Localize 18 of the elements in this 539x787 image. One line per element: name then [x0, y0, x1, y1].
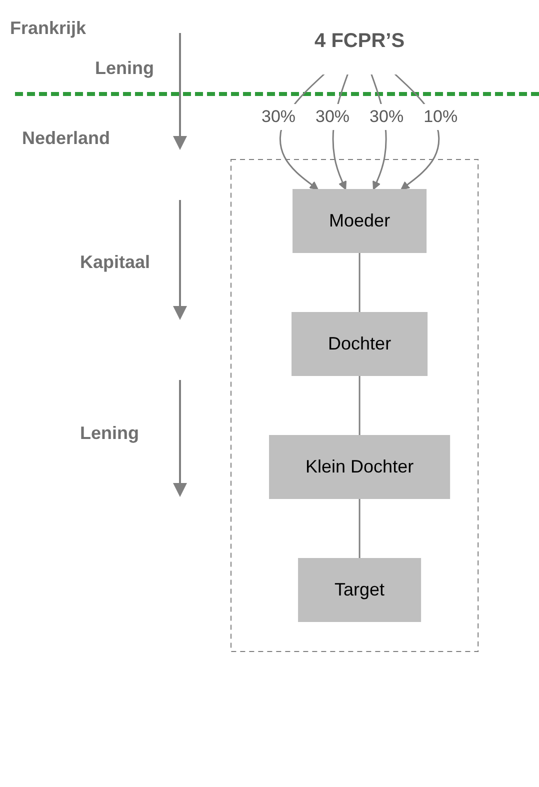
connector — [358, 252, 360, 312]
edge-label: 30% — [261, 107, 296, 126]
edge-label: 10% — [424, 107, 458, 126]
node-box: Dochter — [291, 312, 428, 376]
node-text: 4 FCPR’S — [314, 30, 405, 52]
connector — [358, 376, 360, 436]
region-label: Kapitaal — [80, 252, 150, 273]
cluster — [230, 159, 479, 652]
region-label: Lening — [95, 58, 154, 79]
connector — [358, 498, 360, 558]
region-label: Nederland — [22, 128, 110, 149]
region-label: Lening — [80, 423, 139, 444]
node-box: Moeder — [292, 189, 427, 253]
edge-label: 30% — [315, 107, 350, 126]
edge-label: 30% — [370, 107, 404, 126]
region-label: Frankrijk — [10, 18, 86, 39]
node-box: Target — [298, 558, 422, 622]
node-box: Klein Dochter — [268, 435, 450, 499]
